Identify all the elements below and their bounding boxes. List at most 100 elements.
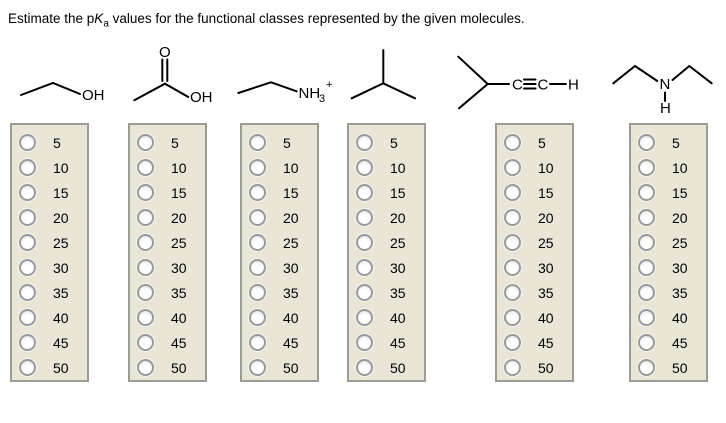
radio-option[interactable]: 45 bbox=[631, 330, 706, 355]
radio-button[interactable] bbox=[504, 134, 521, 151]
radio-option[interactable]: 10 bbox=[631, 155, 706, 180]
radio-option[interactable]: 40 bbox=[242, 305, 317, 330]
radio-option[interactable]: 15 bbox=[242, 180, 317, 205]
radio-button[interactable] bbox=[638, 184, 655, 201]
radio-option[interactable]: 15 bbox=[631, 180, 706, 205]
radio-button[interactable] bbox=[249, 334, 266, 351]
radio-button[interactable] bbox=[638, 134, 655, 151]
radio-option[interactable]: 50 bbox=[497, 355, 572, 380]
radio-button[interactable] bbox=[356, 184, 373, 201]
radio-option[interactable]: 5 bbox=[12, 130, 87, 155]
radio-option[interactable]: 15 bbox=[349, 180, 424, 205]
radio-button[interactable] bbox=[504, 209, 521, 226]
radio-option[interactable]: 30 bbox=[130, 255, 205, 280]
radio-button[interactable] bbox=[356, 134, 373, 151]
radio-option[interactable]: 25 bbox=[12, 230, 87, 255]
radio-option[interactable]: 45 bbox=[130, 330, 205, 355]
radio-button[interactable] bbox=[19, 209, 36, 226]
radio-button[interactable] bbox=[356, 259, 373, 276]
radio-option[interactable]: 50 bbox=[130, 355, 205, 380]
radio-button[interactable] bbox=[504, 184, 521, 201]
radio-button[interactable] bbox=[137, 134, 154, 151]
radio-button[interactable] bbox=[137, 284, 154, 301]
radio-button[interactable] bbox=[249, 359, 266, 376]
radio-button[interactable] bbox=[19, 134, 36, 151]
radio-option[interactable]: 40 bbox=[130, 305, 205, 330]
radio-button[interactable] bbox=[137, 209, 154, 226]
radio-button[interactable] bbox=[19, 159, 36, 176]
radio-option[interactable]: 5 bbox=[242, 130, 317, 155]
radio-button[interactable] bbox=[19, 259, 36, 276]
radio-button[interactable] bbox=[19, 334, 36, 351]
radio-button[interactable] bbox=[638, 309, 655, 326]
radio-button[interactable] bbox=[356, 209, 373, 226]
radio-button[interactable] bbox=[137, 309, 154, 326]
radio-option[interactable]: 40 bbox=[12, 305, 87, 330]
radio-button[interactable] bbox=[249, 284, 266, 301]
radio-button[interactable] bbox=[504, 234, 521, 251]
radio-button[interactable] bbox=[356, 359, 373, 376]
radio-option[interactable]: 5 bbox=[497, 130, 572, 155]
radio-option[interactable]: 25 bbox=[631, 230, 706, 255]
radio-button[interactable] bbox=[638, 234, 655, 251]
radio-option[interactable]: 10 bbox=[12, 155, 87, 180]
radio-button[interactable] bbox=[137, 234, 154, 251]
radio-button[interactable] bbox=[249, 134, 266, 151]
radio-option[interactable]: 50 bbox=[349, 355, 424, 380]
radio-option[interactable]: 10 bbox=[242, 155, 317, 180]
radio-button[interactable] bbox=[19, 309, 36, 326]
radio-option[interactable]: 45 bbox=[12, 330, 87, 355]
radio-option[interactable]: 35 bbox=[631, 280, 706, 305]
radio-option[interactable]: 40 bbox=[349, 305, 424, 330]
radio-option[interactable]: 30 bbox=[631, 255, 706, 280]
radio-button[interactable] bbox=[638, 359, 655, 376]
radio-button[interactable] bbox=[249, 184, 266, 201]
radio-option[interactable]: 20 bbox=[631, 205, 706, 230]
radio-button[interactable] bbox=[638, 259, 655, 276]
radio-button[interactable] bbox=[19, 359, 36, 376]
radio-option[interactable]: 50 bbox=[12, 355, 87, 380]
radio-option[interactable]: 45 bbox=[349, 330, 424, 355]
radio-button[interactable] bbox=[137, 184, 154, 201]
radio-option[interactable]: 30 bbox=[349, 255, 424, 280]
radio-option[interactable]: 25 bbox=[130, 230, 205, 255]
radio-button[interactable] bbox=[638, 334, 655, 351]
radio-button[interactable] bbox=[137, 359, 154, 376]
radio-option[interactable]: 45 bbox=[497, 330, 572, 355]
radio-button[interactable] bbox=[638, 159, 655, 176]
radio-option[interactable]: 25 bbox=[349, 230, 424, 255]
radio-option[interactable]: 30 bbox=[242, 255, 317, 280]
radio-button[interactable] bbox=[137, 334, 154, 351]
radio-option[interactable]: 35 bbox=[242, 280, 317, 305]
radio-option[interactable]: 20 bbox=[497, 205, 572, 230]
radio-option[interactable]: 20 bbox=[130, 205, 205, 230]
radio-button[interactable] bbox=[356, 309, 373, 326]
radio-option[interactable]: 10 bbox=[497, 155, 572, 180]
radio-option[interactable]: 25 bbox=[497, 230, 572, 255]
radio-option[interactable]: 35 bbox=[349, 280, 424, 305]
radio-button[interactable] bbox=[504, 159, 521, 176]
radio-option[interactable]: 50 bbox=[631, 355, 706, 380]
radio-option[interactable]: 35 bbox=[130, 280, 205, 305]
radio-option[interactable]: 45 bbox=[242, 330, 317, 355]
radio-option[interactable]: 15 bbox=[497, 180, 572, 205]
radio-option[interactable]: 5 bbox=[349, 130, 424, 155]
radio-button[interactable] bbox=[249, 234, 266, 251]
radio-option[interactable]: 10 bbox=[130, 155, 205, 180]
radio-button[interactable] bbox=[504, 359, 521, 376]
radio-button[interactable] bbox=[137, 159, 154, 176]
radio-option[interactable]: 20 bbox=[242, 205, 317, 230]
radio-button[interactable] bbox=[249, 309, 266, 326]
radio-option[interactable]: 15 bbox=[12, 180, 87, 205]
radio-option[interactable]: 20 bbox=[349, 205, 424, 230]
radio-button[interactable] bbox=[638, 209, 655, 226]
radio-button[interactable] bbox=[638, 284, 655, 301]
radio-option[interactable]: 30 bbox=[497, 255, 572, 280]
radio-option[interactable]: 10 bbox=[349, 155, 424, 180]
radio-button[interactable] bbox=[356, 284, 373, 301]
radio-button[interactable] bbox=[356, 334, 373, 351]
radio-option[interactable]: 20 bbox=[12, 205, 87, 230]
radio-option[interactable]: 5 bbox=[631, 130, 706, 155]
radio-button[interactable] bbox=[249, 159, 266, 176]
radio-button[interactable] bbox=[249, 209, 266, 226]
